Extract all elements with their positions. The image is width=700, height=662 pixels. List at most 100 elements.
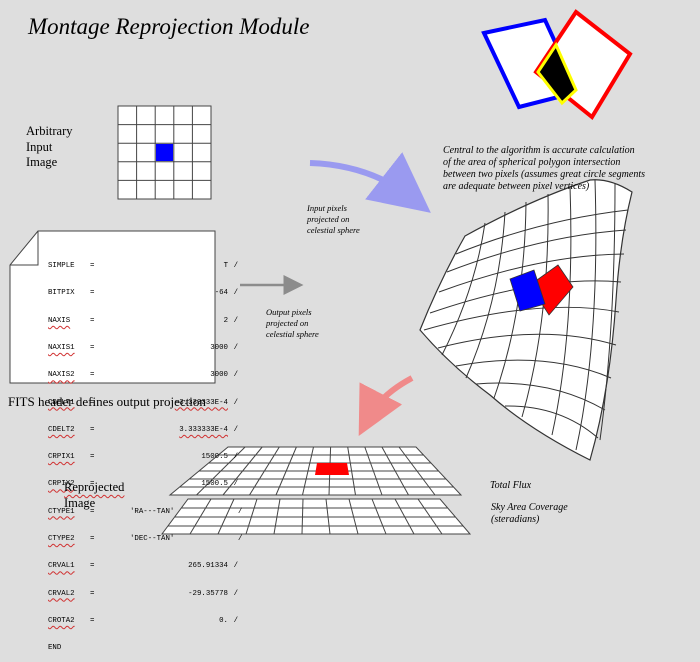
note-line: between two pixels (assumes great circle… (443, 169, 645, 180)
fits-key: BITPIX (48, 289, 75, 298)
fits-value: -29.35778 (188, 589, 228, 598)
fits-slash: / (233, 289, 238, 298)
fits-row: CRPIX2 = 1500.5 / (48, 480, 238, 489)
fits-eq: = (90, 262, 95, 271)
fits-key: CDELT2 (48, 425, 75, 434)
reprojected-label-line: Reprojected (64, 480, 125, 494)
title-text: Montage Reprojection Module (28, 14, 310, 39)
fits-row: SIMPLE = T / (48, 262, 238, 271)
input-label-line: Input (26, 139, 53, 154)
fits-value: -64 (214, 289, 228, 298)
note-line: Input pixels (307, 203, 347, 213)
diagram-canvas (9, 9, 633, 535)
fits-slash: / (233, 480, 238, 489)
fits-value: 'RA---TAN' (130, 507, 175, 516)
fits-value (130, 644, 228, 653)
fits-key: CTYPE2 (48, 535, 75, 543)
fits-eq: = (90, 507, 95, 516)
fits-header-text: SIMPLE = T / BITPIX = -64 / NAXIS = 2 / NAXIS1 = 30… (48, 244, 243, 662)
note-line: celestial sphere (266, 329, 319, 339)
fits-eq: = (90, 535, 95, 543)
fits-value: 1500.5 (201, 480, 228, 489)
fits-key: CROTA2 (48, 616, 75, 625)
fits-value: 1500.5 (201, 453, 228, 462)
note-line: of the area of spherical polygon interse… (443, 157, 621, 168)
fits-row: CRPIX1=1500.5/ (48, 453, 238, 462)
output-pixels-note: Output pixels projected on celestial sph… (266, 307, 319, 340)
fits-row: CDELT1=-3.333333E-4/ (48, 399, 238, 408)
input-pixel-highlight (156, 144, 173, 161)
reprojected-label-line: Image (64, 495, 96, 510)
fits-eq: = (90, 480, 95, 489)
fits-slash: / (233, 371, 238, 380)
projected-input-pixel (509, 269, 546, 312)
fits-value: 265.91334 (188, 562, 228, 571)
fits-slash: / (233, 316, 238, 325)
fits-key: NAXIS (48, 316, 71, 325)
algorithm-note: Central to the algorithm is accurate cal… (443, 145, 693, 193)
fits-eq: = (90, 344, 95, 353)
fits-key: CTYPE1 (48, 507, 75, 516)
intersection-polygon (536, 41, 578, 106)
fits-key: SIMPLE (48, 262, 75, 271)
fits-eq: = (90, 562, 95, 571)
fits-row: CDELT2=3.333333E-4/ (48, 426, 238, 435)
fits-slash: / (233, 425, 238, 434)
note-line: projected on (307, 214, 350, 224)
fits-row: CRVAL1 = 265.91334 / (48, 562, 238, 571)
arrow-input-to-sphere (309, 152, 431, 213)
fits-eq: = (90, 425, 95, 434)
fits-eq: = (90, 589, 95, 598)
fits-key: CRVAL2 (48, 589, 75, 598)
input-pixels-note: Input pixels projected on celestial sphe… (307, 203, 360, 236)
page-title: Montage Reprojection Module (28, 14, 309, 40)
note-line: Output pixels (266, 307, 312, 317)
reprojected-image-label: Reprojected Image (64, 480, 124, 511)
fits-row: BITPIX=-64/ (48, 289, 238, 298)
fits-row: NAXIS = 2 / (48, 317, 238, 326)
reprojected-pixel-highlight (315, 463, 349, 475)
fits-eq: = (90, 371, 95, 380)
fits-eq: = (90, 316, 95, 325)
reprojected-image-grid-top (168, 446, 463, 496)
fits-row: CRVAL2 = -29.35778 / (48, 590, 238, 599)
sky-area-line: Sky Area Coverage (491, 502, 568, 513)
total-flux-text: Total Flux (490, 480, 532, 491)
note-line: celestial sphere (307, 225, 360, 235)
fits-key: CRPIX2 (48, 480, 75, 489)
fits-slash: / (233, 262, 238, 271)
fits-row: CTYPE2='DEC--TAN'/ (48, 535, 243, 543)
sky-area-label: Sky Area Coverage (steradians) (491, 502, 568, 526)
fits-value: 3000 (210, 371, 228, 380)
fits-value: T (223, 262, 228, 271)
input-image-grid (117, 105, 212, 200)
fits-eq: = (90, 616, 95, 625)
fits-value: -3.333333E-4 (174, 398, 228, 407)
fits-eq (90, 644, 130, 653)
arrow-sphere-to-output (358, 375, 414, 436)
total-flux-label: Total Flux (490, 480, 531, 492)
fits-eq: = (90, 398, 95, 407)
fits-row: CTYPE1='RA---TAN'/ (48, 507, 242, 517)
celestial-sphere-grid (419, 179, 633, 461)
fits-key: CRVAL1 (48, 562, 75, 571)
fits-caption-text: FITS header defines output projection (8, 394, 206, 409)
fits-value: 3000 (210, 344, 228, 353)
input-image-label: Arbitrary Input Image (26, 124, 73, 171)
fits-slash: / (233, 589, 238, 598)
input-label-line: Arbitrary (26, 124, 73, 138)
fits-document (9, 230, 216, 384)
fits-key: NAXIS1 (48, 344, 75, 353)
fits-caption: FITS header defines output projection (8, 394, 206, 410)
fits-key: END (48, 644, 62, 653)
fits-key: CDELT1 (48, 398, 75, 407)
note-line: Central to the algorithm is accurate cal… (443, 145, 635, 156)
fits-slash (228, 644, 238, 653)
fits-value: 2 (223, 316, 228, 325)
fits-slash: / (233, 616, 238, 625)
fits-value: 'DEC--TAN' (130, 535, 175, 543)
fits-slash: / (233, 562, 238, 571)
fits-row: END (48, 644, 238, 653)
fits-row: NAXIS1=3000/ (48, 344, 238, 353)
note-line: projected on (266, 318, 309, 328)
